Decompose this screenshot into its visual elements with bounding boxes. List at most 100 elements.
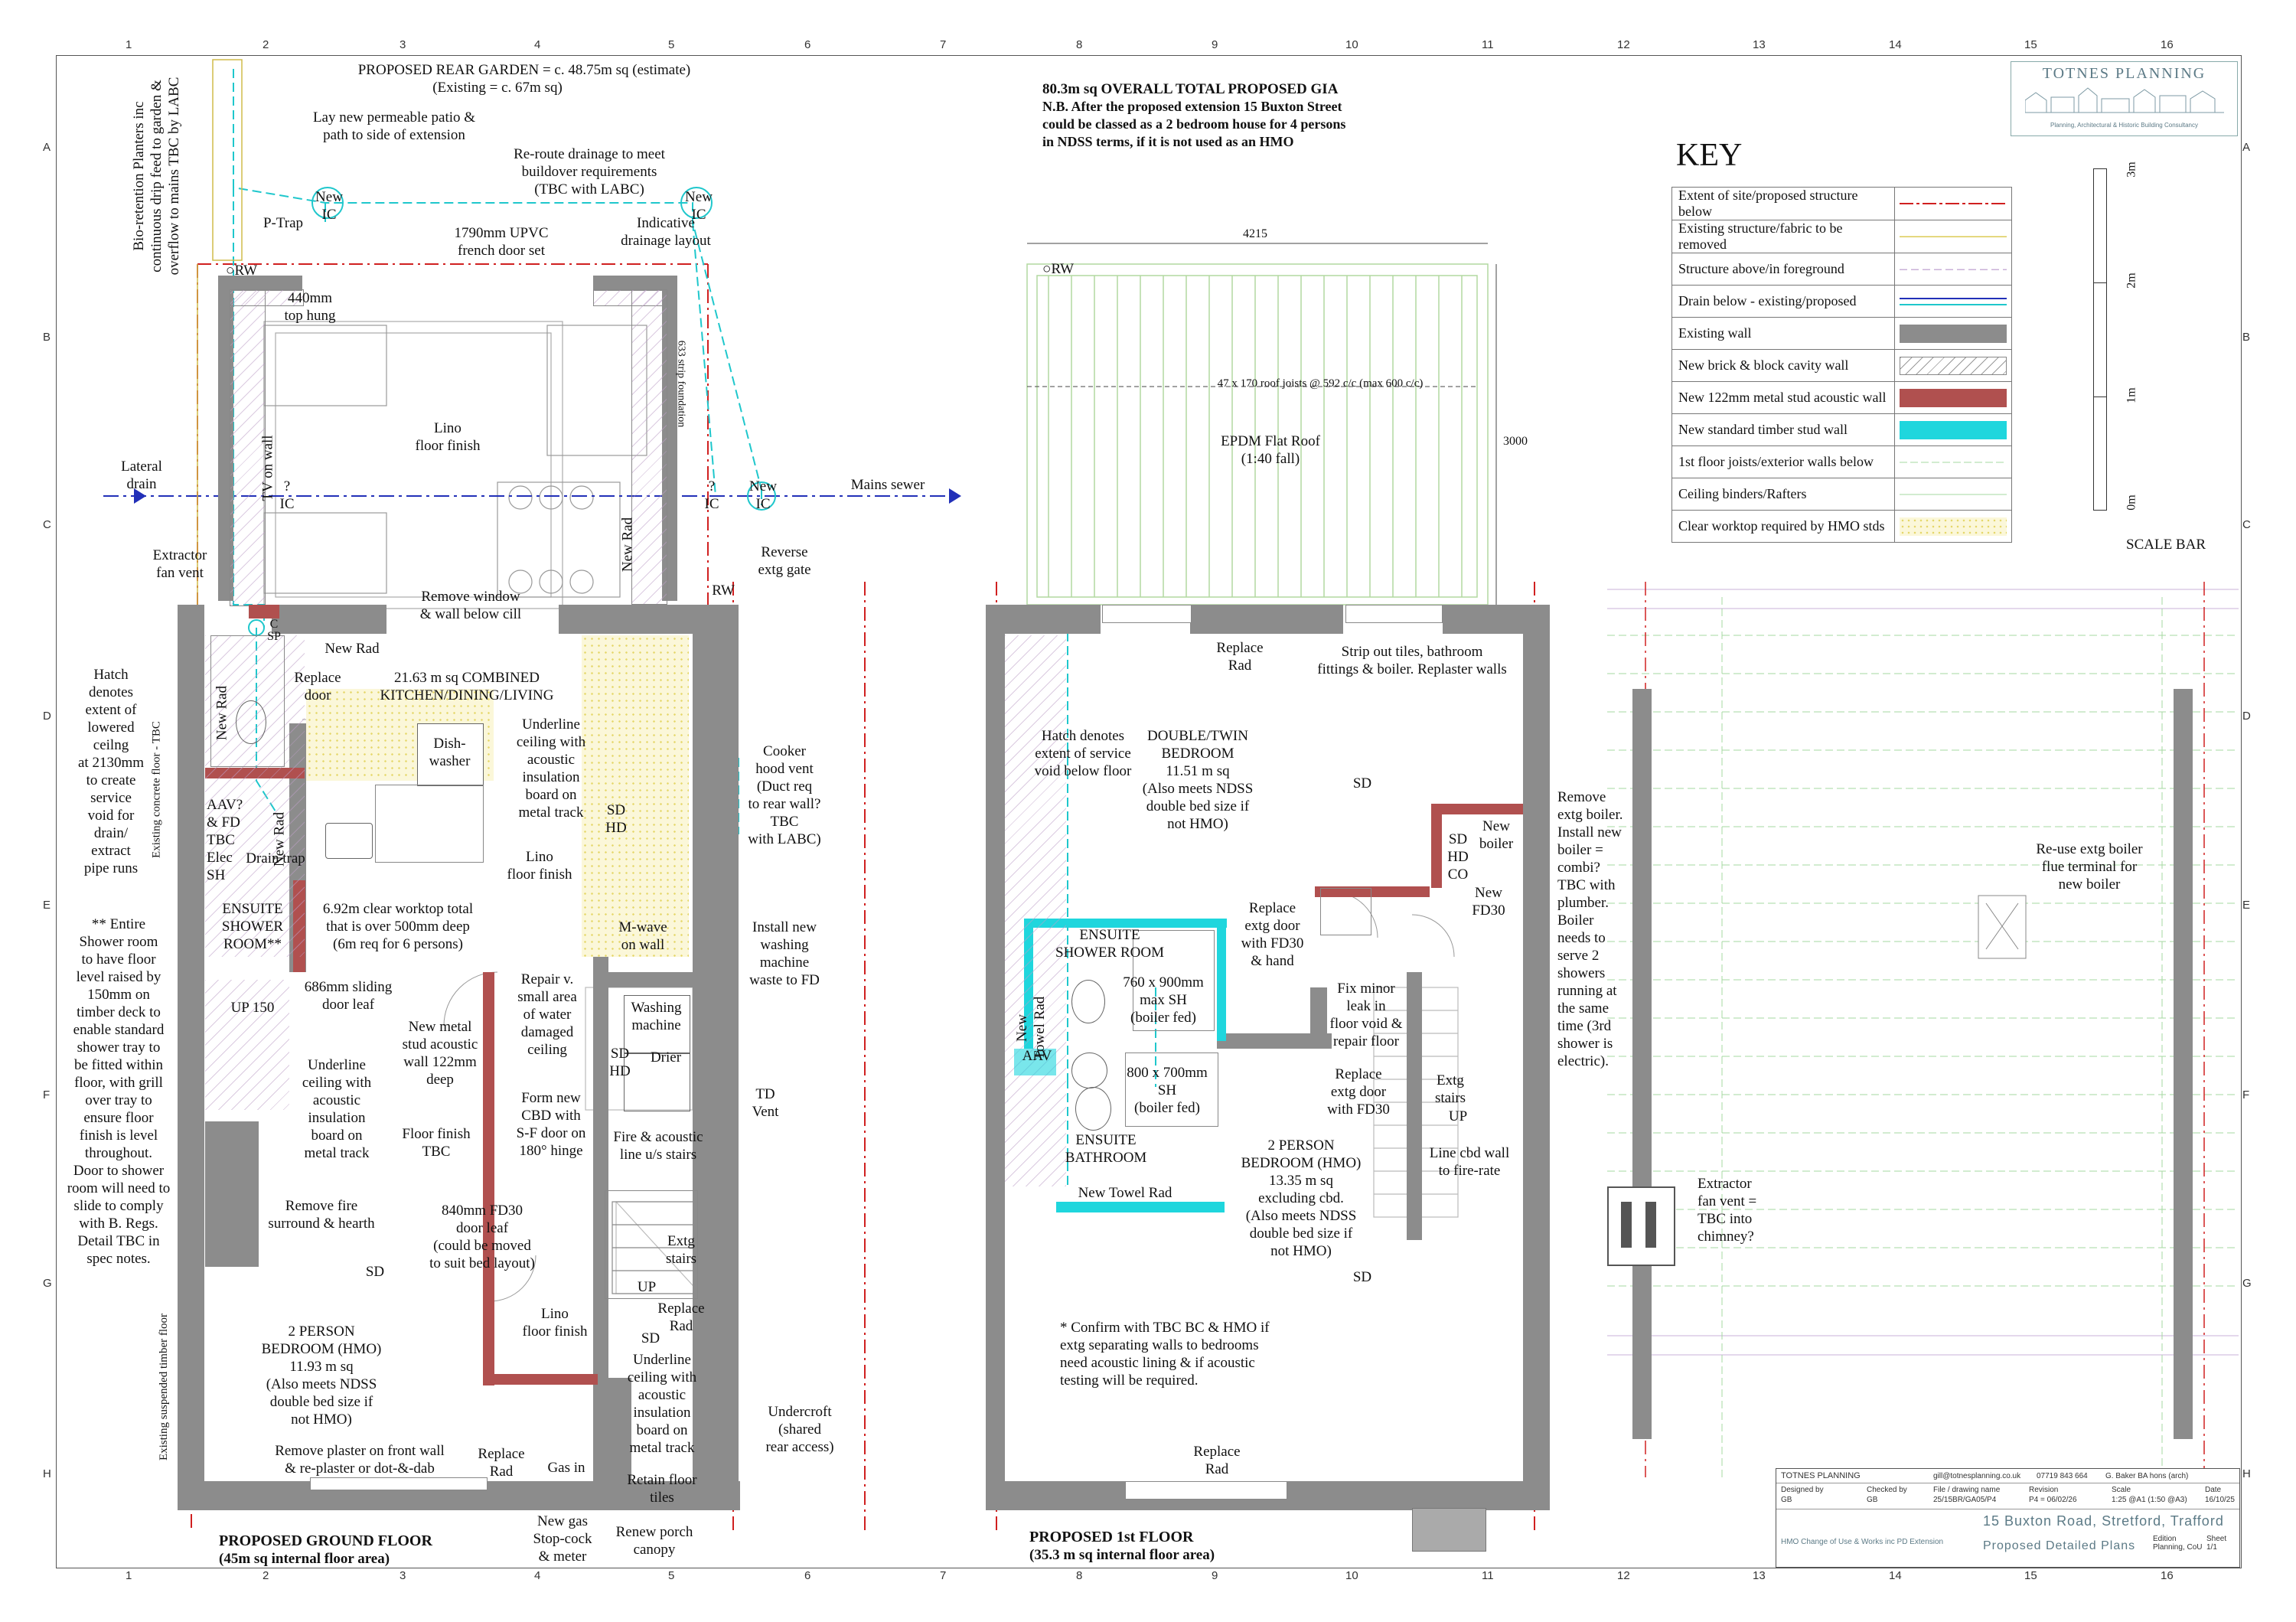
ff-hatch-service-void <box>1005 635 1066 1186</box>
ff-wall-rear-mid <box>1190 605 1343 634</box>
gf-wall-rear-right <box>559 605 693 634</box>
sd-1-gf: SD <box>365 1264 385 1280</box>
cooker-hood: Cooker hood vent (Duct req to rear wall?… <box>748 743 821 847</box>
gf-hatch-service-void <box>205 635 305 957</box>
rw-label-1: ○RW <box>226 263 258 279</box>
washing-machine-install: Install new washing machine waste to FD <box>749 919 820 988</box>
renew-porch: Renew porch canopy <box>615 1524 693 1558</box>
drier-label: Drier <box>650 1049 682 1066</box>
ic-q1: ? IC <box>279 478 295 512</box>
existing-timber-floor: Existing suspended timber floor <box>158 1313 170 1461</box>
logo-tagline: Planning, Architectural & Historic Build… <box>2050 122 2198 129</box>
toilet-gf <box>236 700 266 744</box>
roof-wall-left <box>1632 689 1652 1439</box>
tb-company: TOTNES PLANNING <box>1781 1471 1861 1480</box>
key-label: New standard timber stud wall <box>1671 413 1895 446</box>
ff-toilet-2 <box>1075 1087 1111 1131</box>
grid-number: 9 <box>1212 38 1218 51</box>
sd-hd-1: SD HD <box>605 802 627 836</box>
grid-number: 10 <box>1345 38 1358 51</box>
grid-letter: E <box>2242 899 2251 912</box>
grid-letter: H <box>2242 1467 2251 1480</box>
gia-title: 80.3m sq OVERALL TOTAL PROPOSED GIA <box>1042 81 1339 97</box>
gf-wall-right <box>693 605 739 1508</box>
patio-note: Lay new permeable patio & path to side o… <box>312 109 476 143</box>
replace-rad-ff-1: Replace Rad <box>1216 640 1264 674</box>
key-row: Drain below - existing/proposed <box>1671 285 2012 318</box>
sheet-border <box>56 55 2242 1568</box>
tb-scale: 1:25 @A1 (1:50 @A3) <box>2112 1496 2187 1504</box>
floor-finish-tbc: Floor finish TBC <box>402 1126 471 1160</box>
replace-fd30: Replace extg door with FD30 & hand <box>1241 900 1304 969</box>
french-door-label: 1790mm UPVC french door set <box>454 225 549 259</box>
grid-number: 9 <box>1212 1569 1218 1582</box>
grid-number: 7 <box>940 1569 947 1582</box>
ff-wall-stairs-lower <box>1407 1194 1422 1240</box>
grid-letter: B <box>2242 331 2251 344</box>
grid-number: 3 <box>400 38 406 51</box>
extension-wall-top-left-new <box>230 289 304 306</box>
up-gf: UP <box>637 1279 657 1295</box>
key-row: Extent of site/proposed structure below <box>1671 187 2012 220</box>
new-rad-3: New Rad <box>214 685 230 741</box>
new-metal-stud: New metal stud acoustic wall 122mm deep <box>402 1019 478 1088</box>
strip-foundation: 633 strip foundation <box>675 340 687 428</box>
up-150: UP 150 <box>230 1000 275 1016</box>
gf-internal-wall-utility <box>608 972 696 987</box>
key-label: 1st floor joists/exterior walls below <box>1671 445 1895 478</box>
extension-wall-top-left <box>218 276 302 291</box>
extractor-fan-label: Extractor fan vent <box>152 547 207 581</box>
ff-toilet-1 <box>1071 980 1105 1023</box>
replace-extg-fd30: Replace extg door with FD30 <box>1327 1066 1390 1118</box>
td-vent: TD Vent <box>752 1086 779 1120</box>
ff-window-rear-1 <box>1102 605 1192 623</box>
tb-date: 16/10/25 <box>2205 1496 2235 1504</box>
lino-floor-3: Lino floor finish <box>522 1306 588 1340</box>
extg-stairs-ff: Extg stairs <box>1434 1072 1466 1106</box>
chimney-flue-1 <box>1621 1202 1632 1248</box>
existing-concrete: Existing concrete floor - TBC <box>150 721 163 858</box>
form-cbd: Form new CBD with S-F door on 180° hinge <box>516 1090 586 1159</box>
tb-designed-by: GB <box>1781 1496 1792 1504</box>
reuse-boiler: Re-use extg boiler flue terminal for new… <box>2036 841 2143 893</box>
sd-hd-2: SD HD <box>609 1046 631 1079</box>
tb-sheet: Sheet 1/1 <box>2206 1535 2227 1552</box>
key-label: Ceiling binders/Rafters <box>1671 478 1895 511</box>
key-label: Structure above/in foreground <box>1671 253 1895 286</box>
entire-shower-note: ** Entire Shower room to have floor leve… <box>67 916 171 1267</box>
ensuite-bathroom: ENSUITE BATHROOM <box>1065 1132 1147 1166</box>
lino-floor-2: Lino floor finish <box>507 849 572 883</box>
grid-number: 3 <box>400 1569 406 1582</box>
first-floor-title: PROPOSED 1st FLOOR <box>1029 1529 1194 1545</box>
tb-author: G. Baker BA hons (arch) <box>2105 1472 2189 1480</box>
new-ic-label-1: New IC <box>315 189 343 223</box>
underline-ceiling-3: Underline ceiling with acoustic insulati… <box>627 1352 697 1456</box>
ff-boiler-cupboard <box>1320 888 1371 935</box>
grid-number: 8 <box>1076 1569 1083 1582</box>
tb-edition: Edition Planning, CoU <box>2153 1535 2203 1552</box>
grid-number: 15 <box>2024 38 2037 51</box>
key-row: New 122mm metal stud acoustic wall <box>1671 381 2012 414</box>
stairs-gf-cupboard <box>605 1190 698 1299</box>
grid-letter: G <box>43 1277 52 1290</box>
dishwasher-label: Dish- washer <box>429 736 471 769</box>
grid-letter: C <box>43 518 51 531</box>
reverse-gate: Reverse extg gate <box>758 544 811 578</box>
hatch-note-ff: Hatch denotes extent of service void bel… <box>1034 728 1132 779</box>
dim-4215: 4215 <box>1243 227 1267 240</box>
tb-date-label: Date <box>2205 1486 2222 1494</box>
epdm-roof: EPDM Flat Roof (1:40 fall) <box>1221 433 1320 467</box>
p-trap-label: P-Trap <box>263 215 304 231</box>
tb-email: gill@totnesplanning.co.uk <box>1933 1472 2021 1480</box>
grid-number: 5 <box>668 38 675 51</box>
ff-window-rear-2 <box>1345 605 1443 623</box>
chimney-flue-2 <box>1645 1202 1656 1248</box>
ff-shower-2 <box>1125 1053 1218 1127</box>
ff-wall-internal <box>1217 1033 1332 1049</box>
ic-q2: ? IC <box>704 478 719 512</box>
tb-scale-label: Scale <box>2112 1486 2131 1494</box>
hatch-note-gf: Hatch denotes extent of lowered ceilng a… <box>77 667 145 876</box>
grid-number: 2 <box>263 1569 269 1582</box>
washing-machine-label: Washing machine <box>631 1000 682 1033</box>
worktop-note: 6.92m clear worktop total that is over 5… <box>322 901 474 952</box>
